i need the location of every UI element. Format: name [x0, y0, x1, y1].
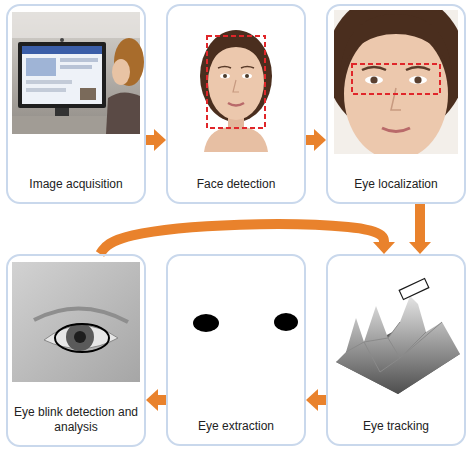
process-box: Eye tracking	[326, 254, 466, 446]
process-box: Face detection	[166, 4, 306, 204]
process-box: Eye extraction	[166, 254, 306, 446]
step-label: Eye blink detection and analysis	[12, 405, 140, 435]
step-label: Face detection	[172, 177, 300, 192]
flow-arrow	[158, 395, 166, 405]
eye-closeup	[12, 262, 140, 382]
flow-arrow	[318, 395, 326, 405]
process-box: Image acquisition	[6, 4, 146, 204]
tracking-surface	[336, 279, 460, 394]
process-box: Eye blink detection and analysis	[6, 254, 146, 447]
acquisition-photo	[12, 12, 144, 134]
step-label: Eye extraction	[172, 419, 300, 434]
flow-arrow	[146, 135, 154, 145]
eye-localization-photo	[334, 10, 458, 154]
step-label: Eye tracking	[332, 419, 460, 434]
extracted-eyes	[193, 313, 298, 332]
flow-arrow	[100, 224, 384, 254]
step-label: Image acquisition	[12, 177, 140, 192]
face-photo	[200, 30, 272, 152]
step-label: Eye localization	[332, 177, 460, 192]
flow-arrow	[415, 204, 425, 242]
process-box: Eye localization	[326, 4, 466, 204]
flow-arrow	[306, 135, 314, 145]
